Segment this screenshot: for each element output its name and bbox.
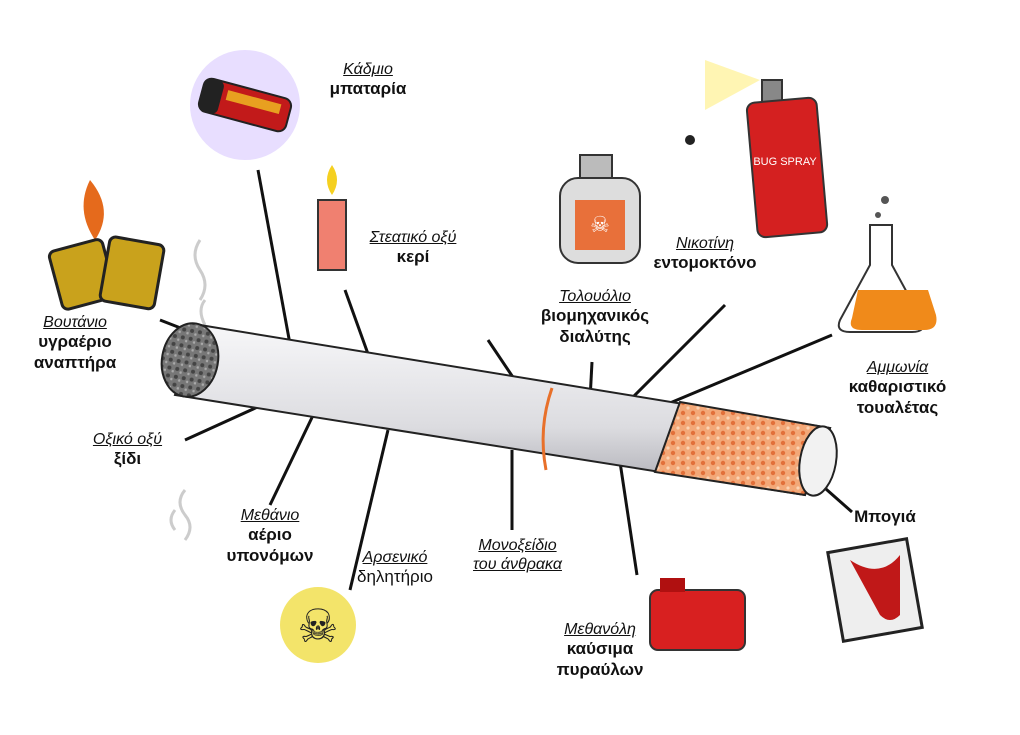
label-carbon-monoxide: Μονοξείδιο του άνθρακα <box>455 536 580 574</box>
common-use: αέριο υπονόμων <box>226 525 314 565</box>
label-methane: Μεθάνιο αέριο υπονόμων <box>210 506 330 566</box>
chemical-name: Νικοτίνη <box>675 235 734 252</box>
label-cadmium: Κάδμιο μπαταρία <box>318 60 418 100</box>
common-use: καθαριστικό τουαλέτας <box>848 377 947 417</box>
common-use: ξίδι <box>113 449 142 469</box>
label-toluene: Τολουόλιο βιομηχανικός διαλύτης <box>525 287 665 347</box>
chemical-name: Μεθάνιο <box>240 507 300 524</box>
chemical-name: Κάδμιο <box>343 61 393 78</box>
label-paint: Μπογιά <box>850 507 920 527</box>
common-use: υγραέριο αναπτήρα <box>33 332 117 372</box>
paint-can-icon <box>826 537 924 643</box>
common-use: μπαταρία <box>329 79 407 99</box>
label-ammonia: Αμμωνία καθαριστικό τουαλέτας <box>835 358 960 418</box>
chemical-name: Οξικό οξύ <box>92 431 163 448</box>
chemical-name: Μεθανόλη <box>564 621 636 638</box>
lighter-icon <box>47 180 166 311</box>
label-acetic-acid: Οξικό οξύ ξίδι <box>70 430 185 470</box>
common-use: Μπογιά <box>854 507 916 526</box>
common-use: εντομοκτόνο <box>653 253 757 273</box>
common-use: δηλητήριο <box>357 567 433 587</box>
chemical-name: Αρσενικό <box>362 549 428 566</box>
common-use: κερί <box>396 247 430 267</box>
poison-icon: ☠ <box>280 587 356 663</box>
candle-icon <box>317 165 347 271</box>
fuel-can-icon <box>649 578 746 651</box>
chemical-name: Στεατικό οξύ <box>369 229 457 246</box>
label-stearic-acid: Στεατικό οξύ κερί <box>348 228 478 268</box>
svg-text:☠: ☠ <box>590 212 610 237</box>
bug-spray-icon: BUG SPRAY <box>685 60 829 239</box>
common-use: καύσιμα πυραύλων <box>556 639 644 679</box>
cigarette <box>160 322 838 497</box>
chemical-name: Αμμωνία <box>866 359 929 376</box>
label-methanol: Μεθανόλη καύσιμα πυραύλων <box>540 620 660 680</box>
label-arsenic: Αρσενικό δηλητήριο <box>345 548 445 588</box>
smoke-icon <box>169 239 207 541</box>
chemical-name: Μονοξείδιο <box>478 537 557 554</box>
spray-can-text: BUG SPRAY <box>753 156 817 168</box>
chemical-name: Βουτάνιο <box>43 314 107 331</box>
label-nicotine: Νικοτίνη εντομοκτόνο <box>645 234 765 274</box>
label-butane: Βουτάνιο υγραέριο αναπτήρα <box>10 313 140 373</box>
common-use: βιομηχανικός διαλύτης <box>540 306 650 346</box>
battery-icon <box>190 50 300 160</box>
flask-icon <box>837 196 937 333</box>
common-use: του άνθρακα <box>473 556 562 574</box>
chemical-name: Τολουόλιο <box>559 288 631 305</box>
solvent-bottle-icon: ☠ <box>559 154 641 264</box>
svg-text:☠: ☠ <box>297 600 338 652</box>
